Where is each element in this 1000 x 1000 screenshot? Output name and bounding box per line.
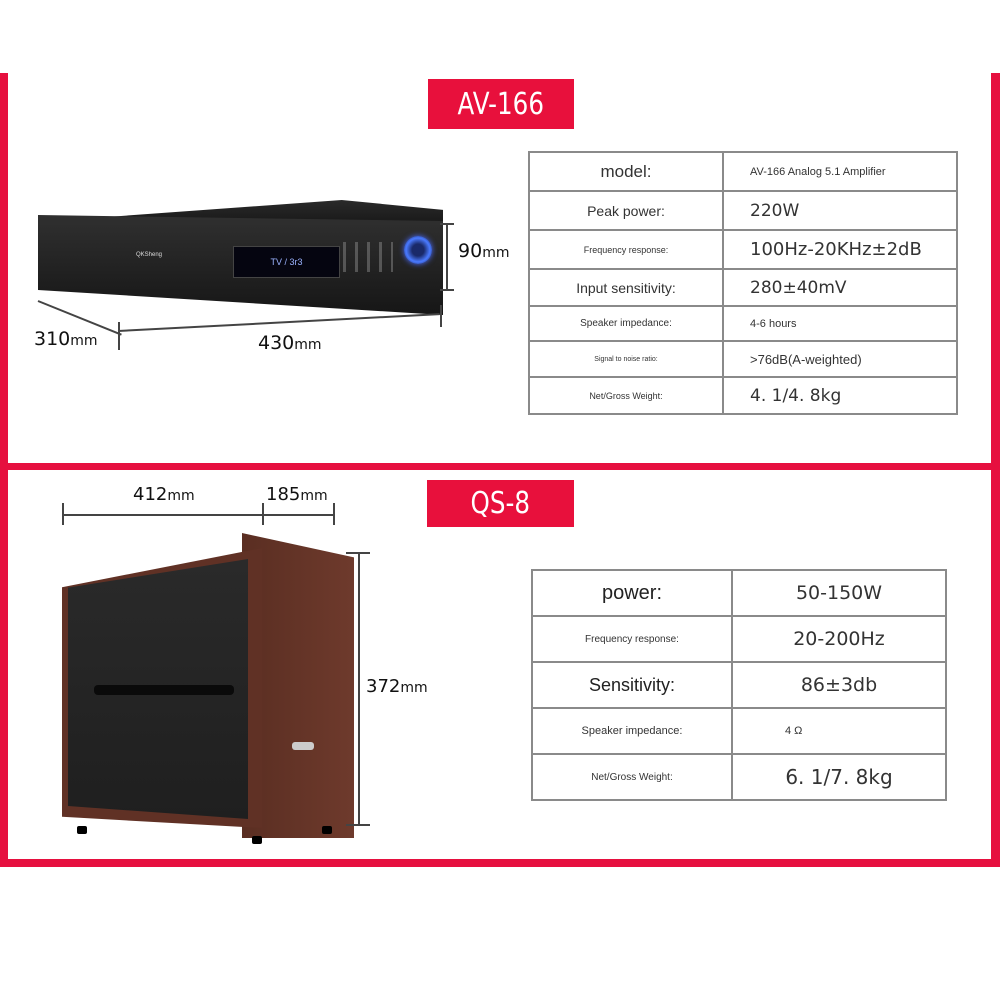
sub-height-label: 372mm <box>366 676 428 697</box>
sub-width-value: 412 <box>133 484 168 505</box>
subwoofer-foot <box>77 826 87 834</box>
spec-value: 6. 1/7. 8kg <box>731 753 947 801</box>
amp-height-unit: mm <box>482 245 510 261</box>
amp-width-label: 430mm <box>258 332 322 354</box>
spec-value: 50-150W <box>731 569 947 617</box>
spec-label: Net/Gross Weight: <box>528 376 724 415</box>
sub-depth-value: 185 <box>266 484 301 505</box>
height-dimension-cap-bottom <box>440 289 454 291</box>
volume-knob-icon <box>404 236 432 264</box>
subwoofer-foot <box>322 826 332 834</box>
spec-row: Sensitivity: 86±3db <box>531 661 947 709</box>
dimension-cap-left <box>62 503 64 525</box>
model-badge-text: QS-8 <box>470 486 531 521</box>
subwoofer-brand-badge <box>292 742 314 750</box>
height-dimension-cap-bottom <box>346 824 370 826</box>
spec-label: Sensitivity: <box>531 661 733 709</box>
spec-row: Net/Gross Weight: 4. 1/4. 8kg <box>528 376 958 415</box>
model-badge-text: AV-166 <box>457 86 545 122</box>
spec-row: power: 50-150W <box>531 569 947 617</box>
frame-border-left <box>0 73 8 867</box>
spec-row: Net/Gross Weight: 6. 1/7. 8kg <box>531 753 947 801</box>
spec-row: Speaker impedance: 4 Ω <box>531 707 947 755</box>
spec-row: model: AV-166 Analog 5.1 Amplifier <box>528 151 958 192</box>
width-depth-dimension-line <box>62 514 334 516</box>
spec-label: Frequency response: <box>531 615 733 663</box>
amp-depth-value: 310 <box>34 328 71 350</box>
spec-value: 100Hz-20KHz±2dB <box>722 229 958 270</box>
amp-height-value: 90 <box>458 240 483 262</box>
spec-label: Signal to noise ratio: <box>528 340 724 378</box>
height-dimension-cap-top <box>440 223 454 225</box>
dimension-cap-right <box>333 503 335 525</box>
spec-value: 280±40mV <box>722 268 958 307</box>
sub-height-value: 372 <box>366 676 401 697</box>
sub-width-unit: mm <box>167 488 195 504</box>
spec-value: 20-200Hz <box>731 615 947 663</box>
spec-row: Peak power: 220W <box>528 190 958 231</box>
amp-width-unit: mm <box>294 337 322 353</box>
height-dimension-line <box>358 552 360 825</box>
spec-value: >76dB(A-weighted) <box>722 340 958 378</box>
spec-label: power: <box>531 569 733 617</box>
amplifier-spec-table: model: AV-166 Analog 5.1 Amplifier Peak … <box>528 151 958 415</box>
amp-height-label: 90mm <box>458 240 509 262</box>
subwoofer-logo-strip <box>94 685 234 695</box>
spec-label: Speaker impedance: <box>528 305 724 342</box>
spec-label: Peak power: <box>528 190 724 231</box>
width-dimension-cap-left <box>118 322 120 350</box>
dimension-cap-mid <box>262 503 264 525</box>
height-dimension-line <box>446 223 448 291</box>
spec-row: Signal to noise ratio: >76dB(A-weighted) <box>528 340 958 378</box>
frame-border-bottom <box>0 859 1000 867</box>
sub-depth-unit: mm <box>300 488 328 504</box>
subwoofer-foot <box>252 836 262 844</box>
spec-label: model: <box>528 151 724 192</box>
height-dimension-cap-top <box>346 552 370 554</box>
spec-value: 86±3db <box>731 661 947 709</box>
spec-label: Net/Gross Weight: <box>531 753 733 801</box>
sub-height-unit: mm <box>400 680 428 696</box>
spec-value: 4-6 hours <box>722 305 958 342</box>
sub-width-label: 412mm <box>133 484 195 505</box>
spec-row: Input sensitivity: 280±40mV <box>528 268 958 307</box>
frame-divider <box>0 463 1000 470</box>
amp-depth-unit: mm <box>70 333 98 349</box>
amplifier-display: TV / 3r3 <box>233 246 340 278</box>
model-badge-av166: AV-166 <box>428 79 574 129</box>
spec-value: 4. 1/4. 8kg <box>722 376 958 415</box>
spec-value: 4 Ω <box>731 707 947 755</box>
amplifier-logo: QKSheng <box>136 252 163 258</box>
spec-row: Frequency response: 100Hz-20KHz±2dB <box>528 229 958 270</box>
model-badge-qs8: QS-8 <box>427 480 574 527</box>
amp-depth-label: 310mm <box>34 328 98 350</box>
subwoofer-spec-table: power: 50-150W Frequency response: 20-20… <box>531 569 947 801</box>
frame-border-right <box>991 73 1000 867</box>
spec-label: Input sensitivity: <box>528 268 724 307</box>
width-dimension-cap-right <box>440 305 442 327</box>
sub-depth-label: 185mm <box>266 484 328 505</box>
amplifier-image: QKSheng TV / 3r3 <box>38 200 443 320</box>
amplifier-buttons <box>343 242 393 272</box>
spec-row: Frequency response: 20-200Hz <box>531 615 947 663</box>
spec-label: Speaker impedance: <box>531 707 733 755</box>
subwoofer-image <box>62 533 357 845</box>
spec-row: Speaker impedance: 4-6 hours <box>528 305 958 342</box>
amp-width-value: 430 <box>258 332 295 354</box>
spec-value: 220W <box>722 190 958 231</box>
spec-value: AV-166 Analog 5.1 Amplifier <box>722 151 958 192</box>
spec-label: Frequency response: <box>528 229 724 270</box>
